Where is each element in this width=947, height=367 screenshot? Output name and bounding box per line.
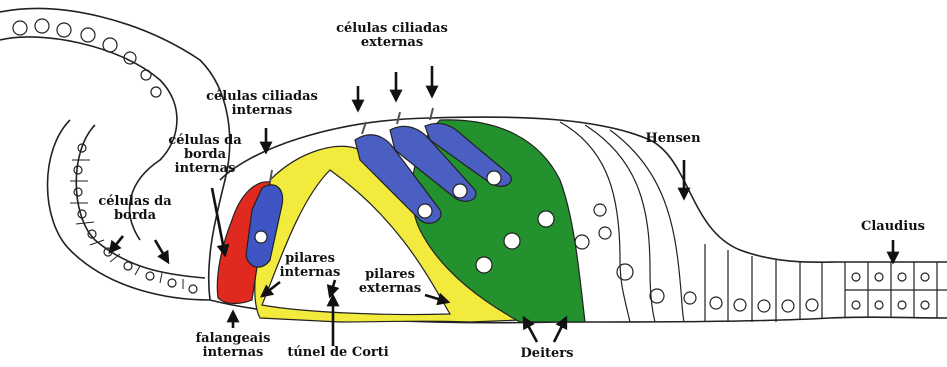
label-hensen-text: Hensen	[638, 132, 708, 146]
label-outer-pillars-line1: pilares	[350, 268, 430, 282]
label-inner-pillars: pilares internas	[270, 252, 350, 280]
ihc-nucleus	[255, 231, 267, 243]
label-ohc-line1: células ciliadas	[330, 22, 454, 36]
label-inner-border-line1: células da	[160, 134, 250, 148]
label-border-line1: células da	[90, 195, 180, 209]
label-border-cells: células da borda	[90, 195, 180, 223]
label-claudius-text: Claudius	[850, 220, 936, 234]
hensen-nuclei	[575, 204, 818, 312]
label-deiters: Deiters	[512, 347, 582, 361]
label-tunnel-text: túnel de Corti	[283, 346, 393, 360]
label-ihc-line2: internas	[200, 104, 324, 118]
label-hensen: Hensen	[638, 132, 708, 146]
label-outer-hair-cells: células ciliadas externas	[330, 22, 454, 50]
label-border-line2: borda	[90, 209, 180, 223]
label-inner-pillars-line1: pilares	[270, 252, 350, 266]
label-tunnel-of-corti: túnel de Corti	[283, 346, 393, 360]
label-inner-border-line2: borda	[160, 148, 250, 162]
label-inner-pillars-line2: internas	[270, 266, 350, 280]
label-phalangeal-line2: internas	[188, 346, 278, 360]
label-phalangeal: falangeais internas	[188, 332, 278, 360]
label-inner-border-cells: células da borda internas	[160, 134, 250, 176]
label-outer-pillars: pilares externas	[350, 268, 430, 296]
label-inner-hair-cells: células ciliadas internas	[200, 90, 324, 118]
label-ohc-line2: externas	[330, 36, 454, 50]
claudius-cells	[845, 262, 947, 318]
label-ihc-line1: células ciliadas	[200, 90, 324, 104]
label-phalangeal-line1: falangeais	[188, 332, 278, 346]
label-outer-pillars-line2: externas	[350, 282, 430, 296]
label-inner-border-line3: internas	[160, 162, 250, 176]
label-deiters-text: Deiters	[512, 347, 582, 361]
label-claudius: Claudius	[850, 220, 936, 234]
